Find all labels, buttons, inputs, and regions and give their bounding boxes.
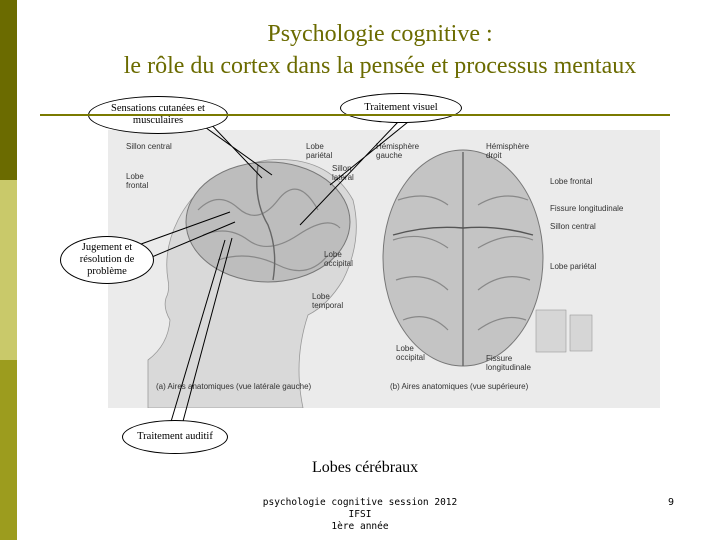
sidebar-block-mid xyxy=(0,360,17,540)
callout-sensations-text: Sensations cutanées et musculaires xyxy=(111,103,205,126)
sidebar-decoration xyxy=(0,0,17,540)
label-fissure-longitudinale-bottom: Fissure longitudinale xyxy=(486,354,531,372)
callout-visuel-text: Traitement visuel xyxy=(364,102,438,113)
footer-line-1: psychologie cognitive session 2012 IFSI xyxy=(262,497,458,520)
sidebar-block-light xyxy=(0,180,17,360)
label-lobe-frontal-right: Lobe frontal xyxy=(550,177,593,186)
label-fissure-longitudinale-right: Fissure longitudinale xyxy=(550,204,624,213)
title-line-2: le rôle du cortex dans la pensée et proc… xyxy=(123,53,637,79)
title-divider xyxy=(40,114,670,116)
label-lobe-parietal-right: Lobe pariétal xyxy=(550,262,597,271)
brain-figure: Sillon central Lobe frontal Lobe pariéta… xyxy=(108,130,660,408)
slide-title: Psychologie cognitive : le rôle du corte… xyxy=(40,18,720,82)
title-line-1: Psychologie cognitive : xyxy=(267,21,493,47)
label-hemisphere-droit: Hémisphère droit xyxy=(486,142,530,160)
callout-auditif: Traitement auditif xyxy=(122,420,228,454)
label-sillon-central-right: Sillon central xyxy=(550,222,596,231)
brain-illustration xyxy=(147,149,593,408)
caption-a: (a) Aires anatomiques (vue latérale gauc… xyxy=(156,382,312,391)
footer-line-2: 1ère année xyxy=(331,521,389,532)
callout-jugement: Jugement et résolution de problème xyxy=(60,236,154,284)
callout-auditif-text: Traitement auditif xyxy=(137,431,213,442)
label-hemisphere-gauche: Hémisphère gauche xyxy=(376,142,420,160)
label-lobe-occipital-left: Lobe occipital xyxy=(324,250,353,268)
footer-text: psychologie cognitive session 2012 IFSI … xyxy=(250,497,470,533)
callout-jugement-text: Jugement et résolution de problème xyxy=(79,242,135,277)
figure-caption: Lobes cérébraux xyxy=(312,459,419,476)
label-lobe-occipital-bottom: Lobe occipital xyxy=(396,344,425,362)
label-lobe-frontal-left: Lobe frontal xyxy=(126,172,149,190)
label-lobe-temporal: Lobe temporal xyxy=(312,292,344,310)
label-lobe-parietal-left: Lobe pariétal xyxy=(306,142,333,160)
label-sillon-central-left: Sillon central xyxy=(126,142,172,151)
sidebar-block-dark xyxy=(0,0,17,180)
label-sillon-lateral: Sillon latéral xyxy=(332,164,354,182)
page-number: 9 xyxy=(668,497,675,508)
callout-visuel: Traitement visuel xyxy=(340,93,462,123)
caption-b: (b) Aires anatomiques (vue supérieure) xyxy=(390,382,529,391)
